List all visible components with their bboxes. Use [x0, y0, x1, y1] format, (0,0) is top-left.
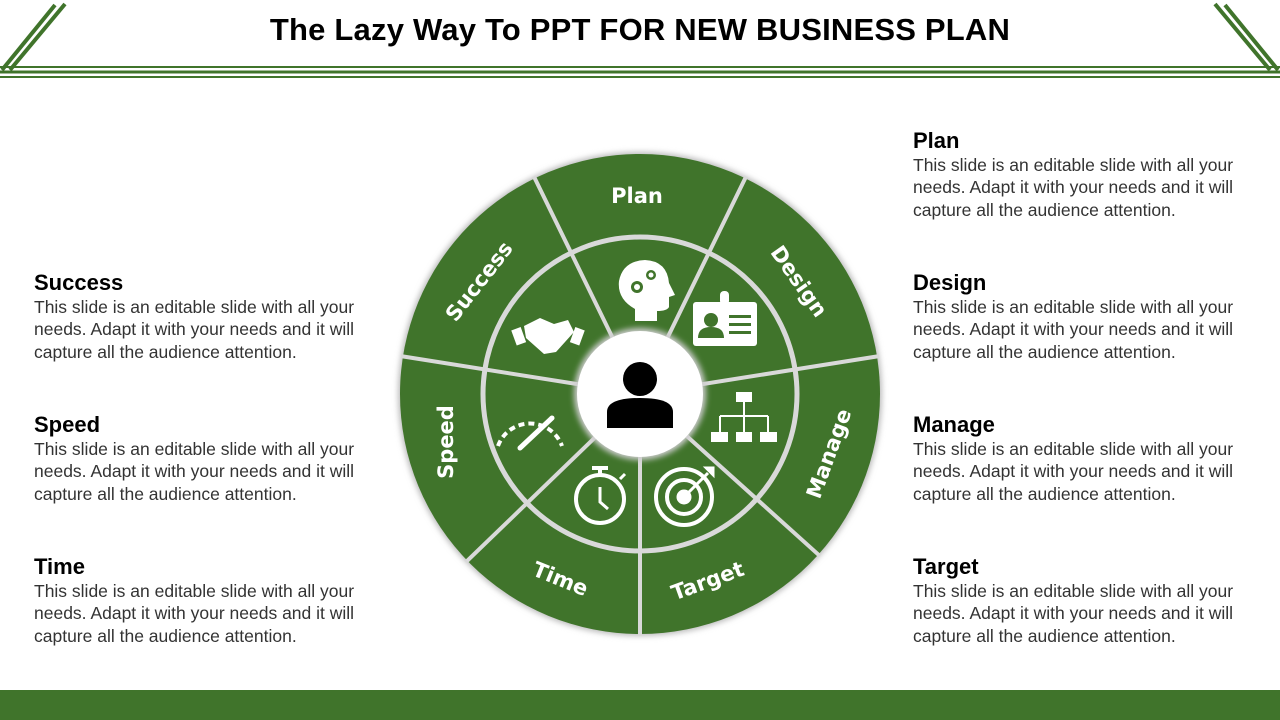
info-text: This slide is an editable slide with all… [34, 581, 355, 646]
info-block-success: Success This slide is an editable slide … [34, 270, 394, 363]
footer-bar [0, 690, 1280, 720]
segment-divider [664, 175, 748, 341]
person-icon [607, 362, 673, 428]
info-title: Time [34, 554, 85, 579]
info-title: Manage [913, 412, 995, 437]
org-chart-icon [711, 392, 777, 442]
info-block-target: Target This slide is an editable slide w… [913, 554, 1273, 647]
speedometer-icon [496, 415, 564, 451]
handshake-icon [511, 318, 585, 354]
info-block-design: Design This slide is an editable slide w… [913, 270, 1273, 363]
info-text: This slide is an editable slide with all… [913, 439, 1234, 504]
info-title: Design [913, 270, 987, 295]
segment-divider [532, 175, 616, 341]
info-title: Plan [913, 128, 960, 153]
info-text: This slide is an editable slide with all… [34, 297, 355, 362]
segment-dividers [400, 175, 880, 636]
segment-wheel: Plan Design Manage Target Time Speed Suc… [398, 152, 882, 636]
head-gears-icon [618, 260, 675, 321]
segment-divider [464, 434, 599, 564]
info-block-time: Time This slide is an editable slide wit… [34, 554, 394, 647]
info-text: This slide is an editable slide with all… [913, 581, 1234, 646]
info-text: This slide is an editable slide with all… [913, 155, 1234, 220]
inner-ring [480, 234, 800, 554]
segment-label-speed[interactable]: Speed [434, 405, 458, 479]
segment-divider [683, 432, 822, 558]
header-decoration [0, 2, 1280, 78]
segment-label-plan[interactable]: Plan [611, 184, 663, 208]
segment-divider [400, 354, 582, 387]
info-title: Target [913, 554, 979, 579]
info-title: Speed [34, 412, 101, 437]
info-block-speed: Speed This slide is an editable slide wi… [34, 412, 394, 505]
info-block-manage: Manage This slide is an editable slide w… [913, 412, 1273, 505]
id-card-icon [693, 291, 757, 346]
info-text: This slide is an editable slide with all… [34, 439, 355, 504]
stopwatch-icon [574, 466, 627, 525]
info-block-plan: Plan This slide is an editable slide wit… [913, 128, 1273, 221]
target-icon [654, 466, 715, 527]
segment-divider [698, 354, 880, 387]
info-title: Success [34, 270, 124, 295]
page-title: The Lazy Way To PPT FOR NEW BUSINESS PLA… [269, 12, 1011, 47]
info-text: This slide is an editable slide with all… [913, 297, 1234, 362]
